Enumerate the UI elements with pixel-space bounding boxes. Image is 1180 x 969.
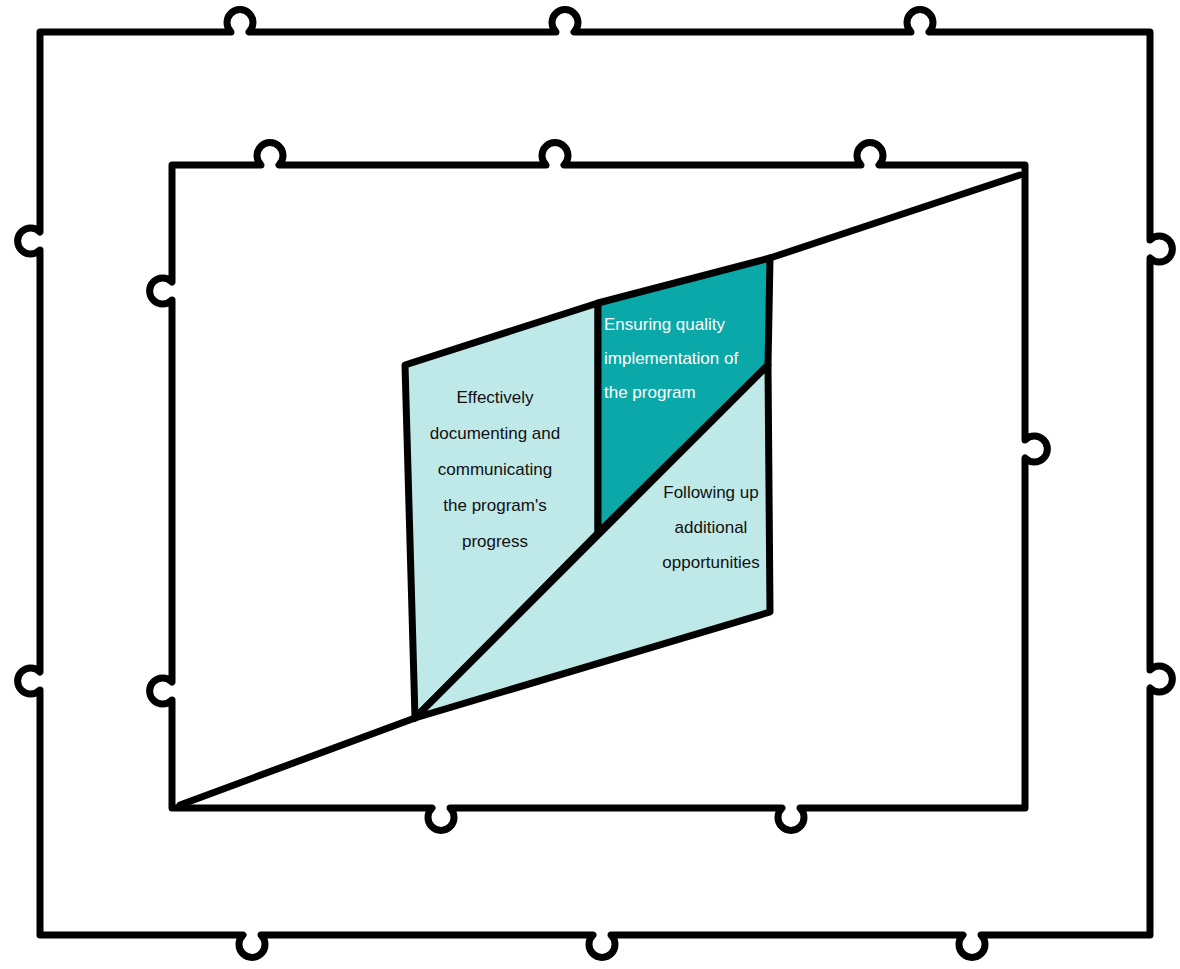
diagonal-line xyxy=(770,175,1020,258)
outer-puzzle-frame xyxy=(18,10,1173,958)
piece-label: Effectively documenting and communicatin… xyxy=(425,380,565,560)
piece-label: Following up additional opportunities xyxy=(655,475,767,580)
piece-outline xyxy=(412,362,774,722)
piece-shape xyxy=(415,365,770,718)
diagonal-line xyxy=(180,718,415,805)
inner-puzzle-frame xyxy=(150,143,1048,831)
puzzle-piece: Following up additional opportunities xyxy=(412,362,774,722)
